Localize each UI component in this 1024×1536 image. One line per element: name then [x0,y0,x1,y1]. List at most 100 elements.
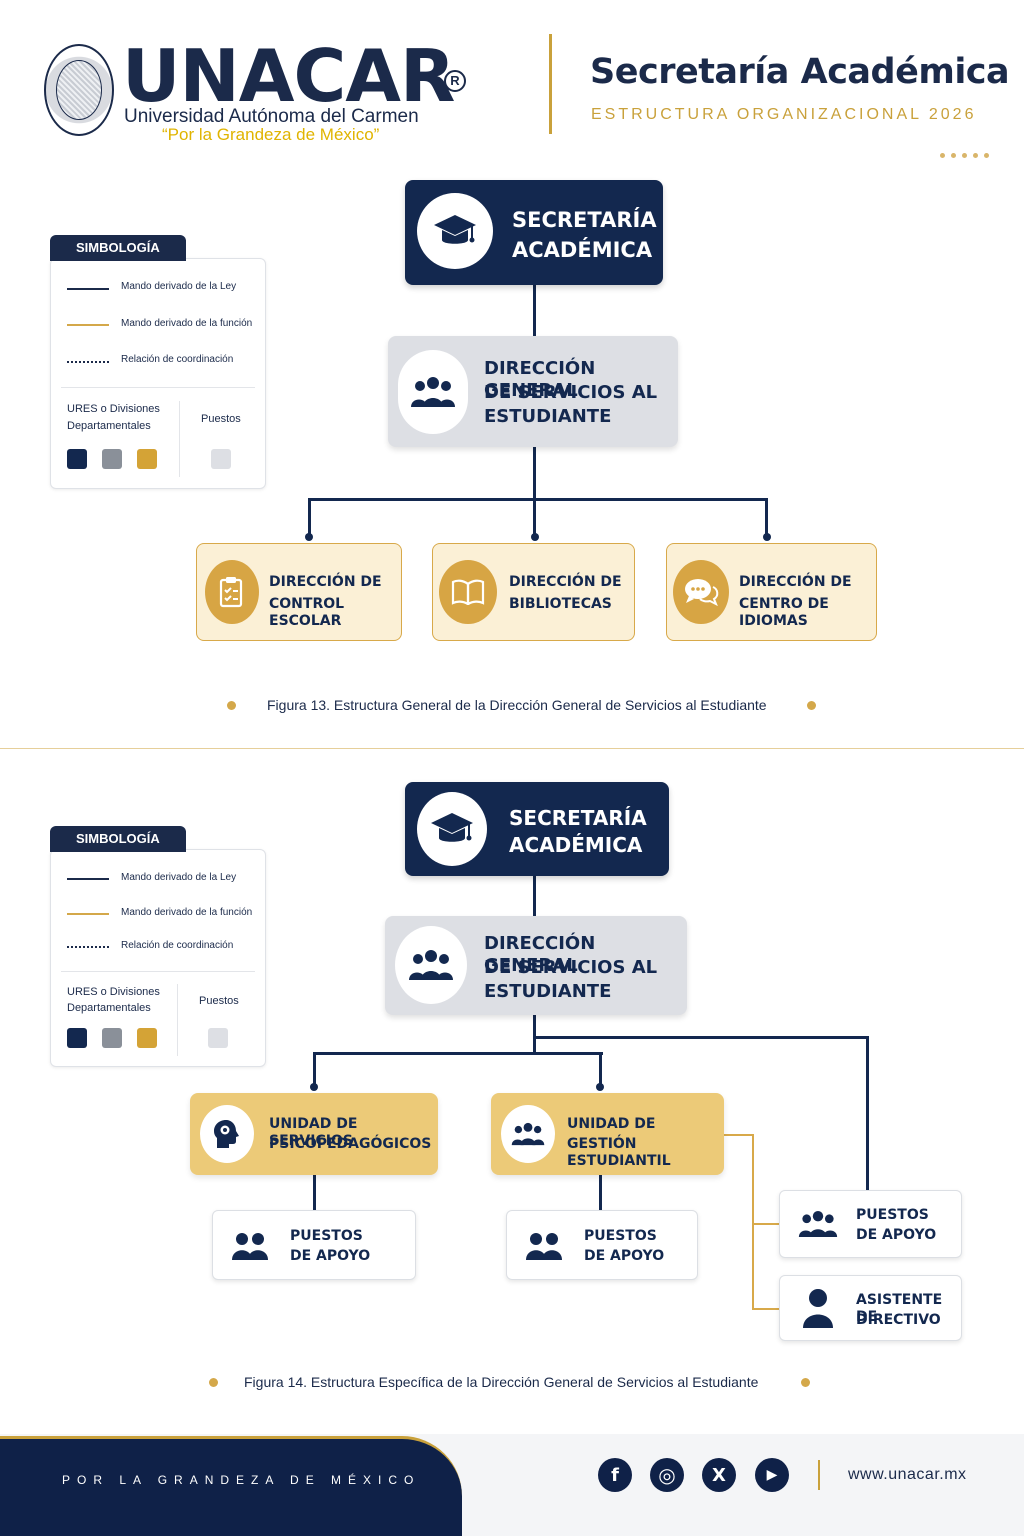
open-book-icon [439,560,497,624]
website-link[interactable]: www.unacar.mx [848,1466,967,1483]
node-title-line1: DIRECCIÓN GENERAL [484,933,596,976]
person-icon [802,1288,834,1333]
group-icon [398,350,468,434]
page-subtitle: ESTRUCTURA ORGANIZACIONAL 2026 [591,106,977,123]
head-gear-icon [200,1105,254,1163]
university-seal [44,44,114,136]
people-icon [231,1231,269,1266]
node-puestos-apoyo: PUESTOS DE APOYO [212,1210,416,1280]
legend-ures-label-2: Departamentales [67,420,151,432]
node-title-line2: GESTIÓN ESTUDIANTIL [567,1136,671,1170]
legend-swatch-puestos [211,449,231,469]
legend-swatch-navy [67,449,87,469]
legend-swatch-gray [102,449,122,469]
legend-swatch-gray [102,1028,122,1048]
instagram-icon[interactable]: ◎ [650,1458,684,1492]
legend-title: SIMBOLOGÍA [50,235,186,261]
header-divider [549,34,552,134]
people-icon [525,1231,563,1266]
footer-motto: POR LA GRANDEZA DE MÉXICO [62,1473,421,1487]
node-title-line2: ACADÉMICA [512,238,653,262]
legend-swatch-navy [67,1028,87,1048]
node-title-line1: DIRECCIÓN GENERAL [484,358,596,401]
node-title-line1: UNIDAD DE SERVICIOS [269,1116,358,1150]
legend-title: SIMBOLOGÍA [50,826,186,852]
legend-label-coordinacion: Relación de coordinación [121,354,234,365]
node-title-line1: PUESTOS [290,1228,363,1244]
legend-ures-label-1: URES o Divisiones [67,986,160,998]
node-title-line1: SECRETARÍA [512,208,657,232]
legend-line-funcion [67,324,109,326]
node-title-line2: DE SERVICIOS AL [484,957,658,978]
node-title-line2: DE SERVICIOS AL [484,382,658,403]
legend-puestos-label: Puestos [199,995,239,1007]
node-title-line2: CENTRO DE IDIOMAS [739,596,829,630]
node-puestos-apoyo: PUESTOS DE APOYO [779,1190,962,1258]
footer-navy-panel [0,1436,462,1536]
node-unidad-psicopedagogicos: UNIDAD DE SERVICIOS PSICOPEDAGÓGICOS [190,1093,438,1175]
footer-divider [818,1460,820,1490]
node-centro-idiomas: DIRECCIÓN DE CENTRO DE IDIOMAS [666,543,877,641]
node-title-line2: DIRECTIVO [856,1312,941,1328]
legend-label-funcion: Mando derivado de la función [121,318,253,329]
legend-label-funcion: Mando derivado de la función [121,907,253,918]
node-title-line2: ACADÉMICA [509,833,643,857]
node-title-line2: BIBLIOTECAS [509,596,612,612]
node-title-line1: UNIDAD DE [567,1116,656,1132]
graduation-cap-icon [417,792,487,866]
node-secretaria-academica: SECRETARÍA ACADÉMICA [405,782,669,876]
registered-mark: R [444,70,466,92]
graduation-cap-icon [417,193,493,269]
legend-line-ley [67,288,109,290]
node-title-line1: PUESTOS [856,1207,929,1223]
legend-puestos-label: Puestos [201,413,241,425]
node-title-line1: ASISTENTE DE [856,1292,943,1326]
node-unidad-gestion-estudiantil: UNIDAD DE GESTIÓN ESTUDIANTIL [491,1093,724,1175]
node-title-line2: DE APOYO [290,1248,371,1264]
node-bibliotecas: DIRECCIÓN DE BIBLIOTECAS [432,543,635,641]
node-title-line1: DIRECCIÓN DE [509,574,622,590]
legend-label-ley: Mando derivado de la Ley [121,872,237,883]
node-title-line3: ESTUDIANTE [484,981,612,1002]
page-title: Secretaría Académica [590,52,1010,92]
facebook-icon[interactable]: f [598,1458,632,1492]
node-title-line2: PSICOPEDAGÓGICOS [269,1136,432,1152]
legend-line-coordinacion [67,946,109,948]
legend-panel: SIMBOLOGÍA Mando derivado de la Ley Mand… [50,826,266,1067]
legend-label-coordinacion: Relación de coordinación [121,940,234,951]
university-motto: “Por la Grandeza de México” [162,125,380,144]
section-divider [0,748,1024,749]
node-title-line2: DE APOYO [856,1227,937,1243]
legend-swatch-gold [137,1028,157,1048]
node-title-line1: SECRETARÍA [509,806,647,830]
legend-swatch-puestos [208,1028,228,1048]
figure-13-caption: Figura 13. Estructura General de la Dire… [267,697,767,713]
legend-line-coordinacion [67,361,109,363]
node-title-line3: ESTUDIANTE [484,406,612,427]
node-secretaria-academica: SECRETARÍA ACADÉMICA [405,180,663,285]
figure-14-caption: Figura 14. Estructura Específica de la D… [244,1374,759,1390]
node-title-line1: DIRECCIÓN DE [269,574,382,590]
node-direccion-general: DIRECCIÓN GENERAL DE SERVICIOS AL ESTUDI… [388,336,678,447]
youtube-icon[interactable]: ▶ [755,1458,789,1492]
node-control-escolar: DIRECCIÓN DE CONTROL ESCOLAR [196,543,402,641]
legend-ures-label-1: URES o Divisiones [67,403,160,415]
node-direccion-general: DIRECCIÓN GENERAL DE SERVICIOS AL ESTUDI… [385,916,687,1015]
node-title-line1: PUESTOS [584,1228,657,1244]
node-title-line2: DE APOYO [584,1248,665,1264]
legend-line-ley [67,878,109,880]
brand-logo-text: UNACAR [122,34,455,118]
legend-panel: SIMBOLOGÍA Mando derivado de la Ley Mand… [50,235,266,489]
legend-label-ley: Mando derivado de la Ley [121,281,237,292]
x-twitter-icon[interactable]: X [702,1458,736,1492]
node-title-line2: CONTROL ESCOLAR [269,596,345,630]
group-icon [501,1105,555,1163]
university-name: Universidad Autónoma del Carmen [124,106,419,127]
group-icon [798,1209,838,1244]
legend-line-funcion [67,913,109,915]
speech-bubbles-icon [673,560,729,624]
legend-swatch-gold [137,449,157,469]
clipboard-check-icon [205,560,259,624]
legend-ures-label-2: Departamentales [67,1002,151,1014]
node-puestos-apoyo: PUESTOS DE APOYO [506,1210,698,1280]
